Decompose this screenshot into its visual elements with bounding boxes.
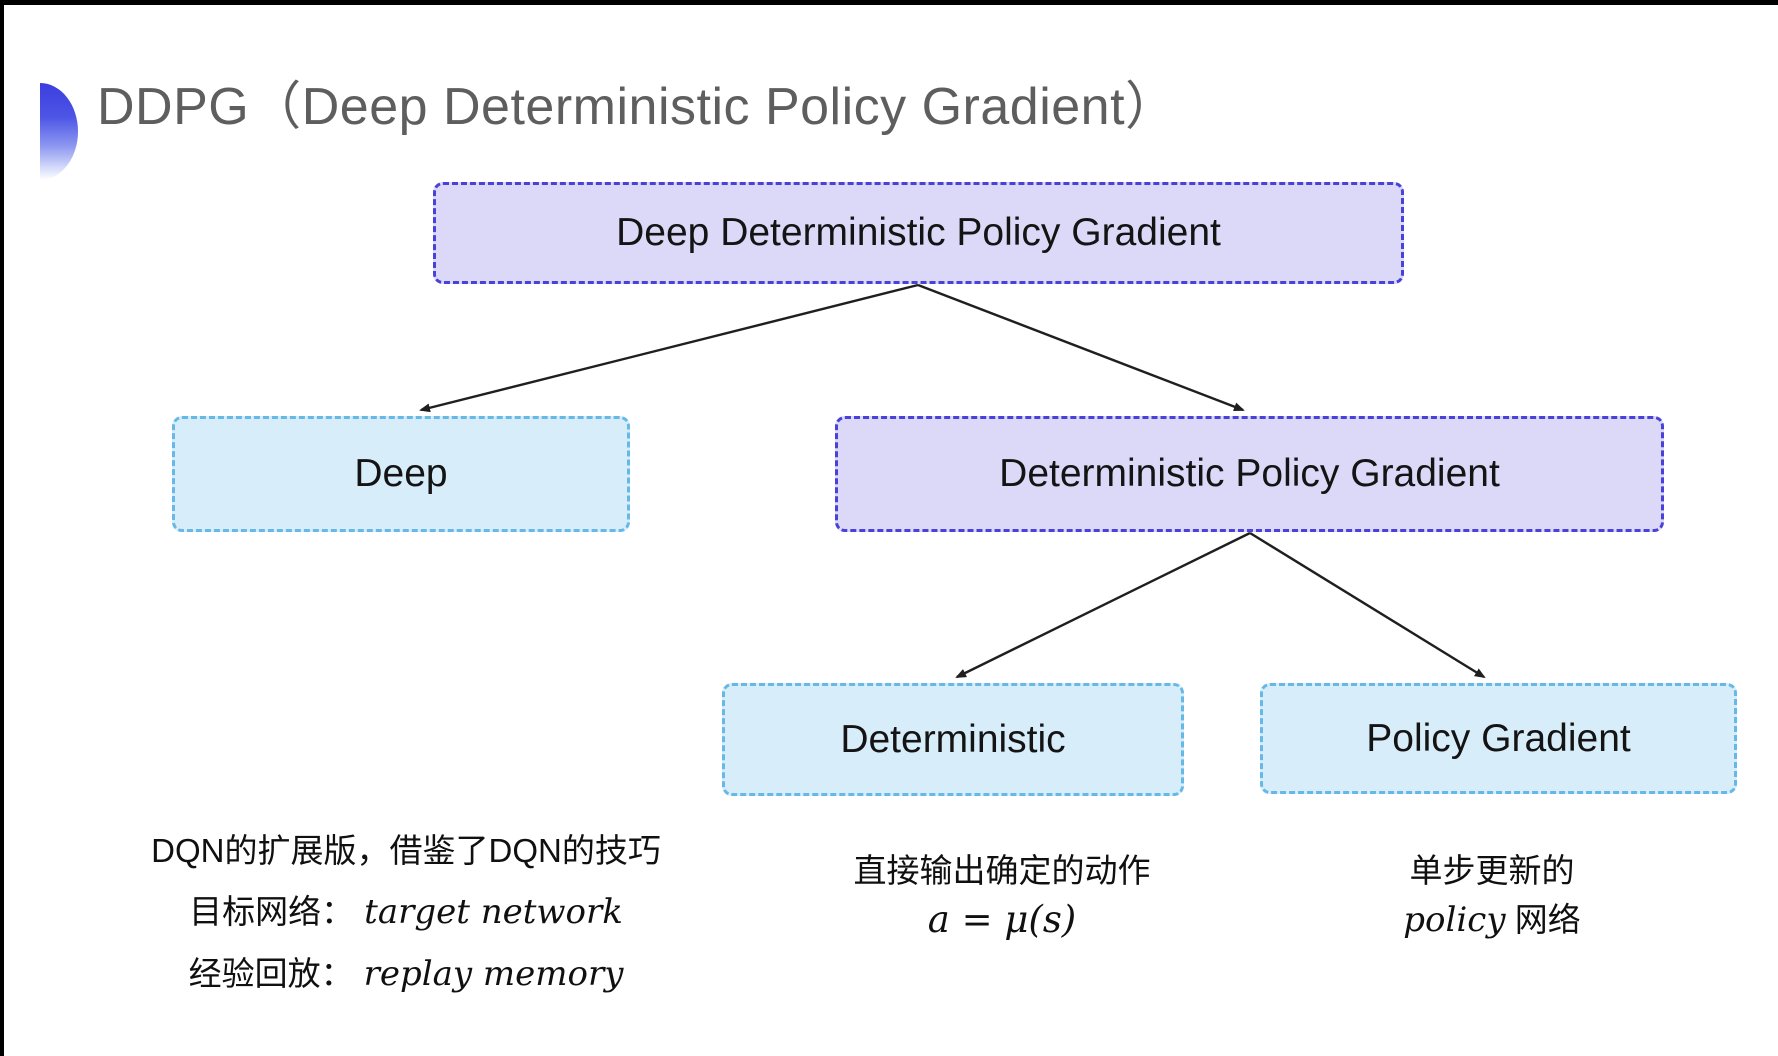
node-label: Deep [354, 452, 448, 495]
slide-title: DDPG（Deep Deterministic Policy Gradient） [97, 78, 1178, 136]
arrow-dpg-to-policy-gradient [1249, 531, 1486, 679]
note-deterministic: 直接输出确定的动作 a = μ(s) [790, 846, 1214, 944]
arrow-root-to-dpg [917, 283, 1245, 412]
note-policy-gradient-line2: policy 网络 [1280, 895, 1704, 945]
top-edge-bar [0, 0, 1778, 5]
note-deep-line3: 经验回放：replay memory [130, 943, 682, 1005]
note-policy-gradient-line1: 单步更新的 [1409, 852, 1575, 889]
title-bullet-icon [40, 83, 78, 180]
node-deterministic-policy-gradient: Deterministic Policy Gradient [835, 416, 1664, 532]
replay-memory-value: replay memory [363, 954, 624, 994]
node-deep-deterministic-policy-gradient: Deep Deterministic Policy Gradient [433, 182, 1404, 284]
note-policy-gradient: 单步更新的 policy 网络 [1280, 846, 1704, 945]
note-deep-line1: DQN的扩展版，借鉴了DQN的技巧 [151, 832, 661, 869]
node-deep: Deep [172, 416, 630, 532]
target-network-label: 目标网络： [189, 893, 355, 930]
replay-memory-label: 经验回放： [188, 955, 354, 992]
node-label: Deterministic [840, 717, 1066, 761]
policy-word: policy [1403, 900, 1506, 940]
target-network-value: target network [364, 892, 623, 932]
network-word: 网络 [1505, 901, 1581, 938]
node-label: Deterministic Policy Gradient [999, 452, 1500, 495]
arrow-root-to-deep [419, 283, 919, 413]
left-edge-bar [0, 0, 4, 1056]
node-policy-gradient: Policy Gradient [1260, 683, 1737, 794]
note-deterministic-formula: a = μ(s) [927, 898, 1077, 941]
arrow-dpg-to-deterministic [955, 531, 1251, 679]
note-deep: DQN的扩展版，借鉴了DQN的技巧 目标网络：target network 经验… [130, 820, 682, 1005]
note-deterministic-line1: 直接输出确定的动作 [853, 852, 1151, 889]
node-label: Deep Deterministic Policy Gradient [616, 211, 1221, 254]
node-label: Policy Gradient [1366, 716, 1631, 760]
node-deterministic: Deterministic [722, 683, 1184, 796]
note-deep-line2: 目标网络：target network [130, 881, 682, 943]
